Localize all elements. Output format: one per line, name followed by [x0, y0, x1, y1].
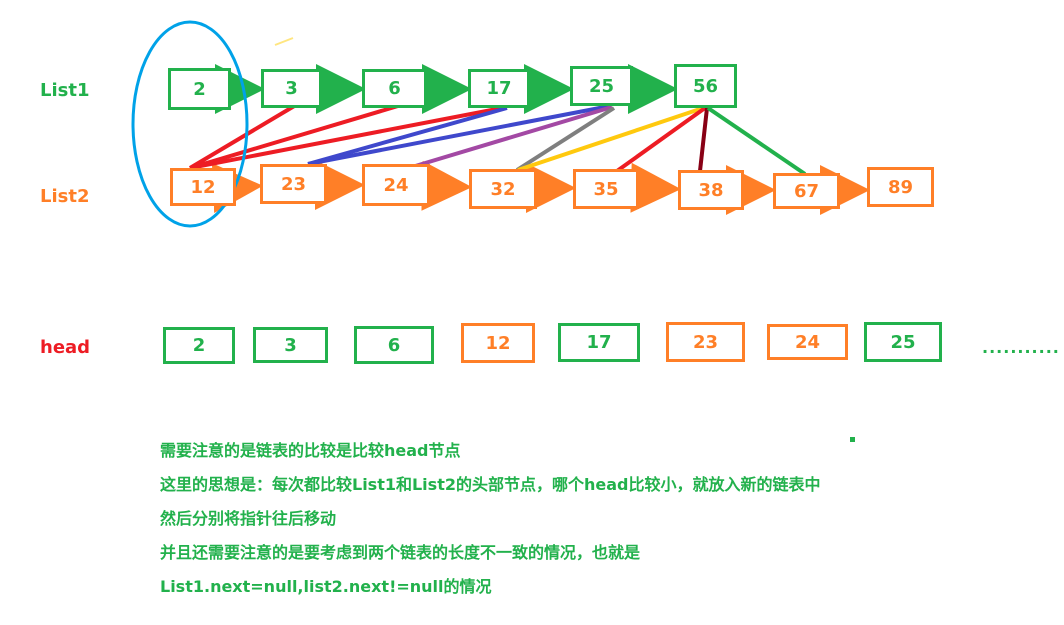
head-label: head: [40, 337, 91, 358]
note-line: 需要注意的是链表的比较是比较head节点: [160, 441, 461, 460]
head-pointer-circle: [131, 20, 249, 228]
compare-line-25-32: [515, 106, 616, 172]
head-node: 3: [253, 327, 328, 363]
list1-node: 17: [468, 69, 530, 108]
compare-line-56-38: [698, 107, 709, 172]
compare-line-56-32: [517, 106, 704, 172]
list2-node: 67: [773, 173, 840, 209]
green-dot: [850, 437, 855, 442]
list2-node: 38: [678, 170, 744, 210]
head-node: 12: [461, 323, 535, 363]
head-ellipsis: ...........: [982, 338, 1060, 357]
list1-node: 2: [168, 68, 231, 110]
note-line: List1.next=null,list2.next!=null的情况: [160, 577, 492, 596]
head-node: 24: [767, 324, 848, 360]
head-node: 17: [558, 323, 640, 362]
head-node: 6: [354, 326, 434, 364]
list2-arrow-3: [421, 160, 472, 211]
list2-arrow-1: [211, 163, 263, 214]
list1-node: 6: [362, 69, 427, 108]
head-node: 25: [864, 322, 942, 362]
comparison-lines: [188, 103, 807, 176]
list1-label: List1: [40, 80, 90, 101]
compare-line-17-12: [189, 106, 503, 170]
list1-node: 56: [674, 64, 737, 108]
head-node: 23: [666, 322, 745, 362]
list2-node: 24: [362, 164, 430, 206]
note-line: 然后分别将指针往后移动: [160, 509, 337, 528]
list1-node: 3: [261, 69, 322, 108]
compare-line-17-23: [307, 106, 508, 166]
list2-label: List2: [40, 186, 90, 207]
compare-line-3-12: [188, 103, 298, 170]
compare-line-56-67: [706, 106, 807, 176]
compare-line-25-23: [307, 104, 611, 166]
list2-arrow-5: [630, 162, 681, 213]
list2-node: 23: [260, 164, 327, 204]
list2-node: 89: [867, 167, 934, 207]
list2-node: 35: [573, 169, 639, 209]
head-node: 2: [163, 327, 235, 364]
compare-line-6-12: [189, 104, 399, 170]
compare-line-56-35: [615, 106, 707, 173]
note-line: 并且还需要注意的是要考虑到两个链表的长度不一致的情况，也就是: [160, 543, 641, 562]
compare-line-25-24: [411, 105, 613, 169]
list2-node: 12: [170, 168, 236, 206]
note-line: 这里的思想是：每次都比较List1和List2的头部节点，哪个head比较小，就…: [160, 475, 821, 494]
list1-node: 25: [570, 66, 633, 106]
list2-arrows: [211, 160, 870, 215]
stray-mark: [274, 37, 294, 46]
list2-node: 32: [469, 169, 537, 209]
